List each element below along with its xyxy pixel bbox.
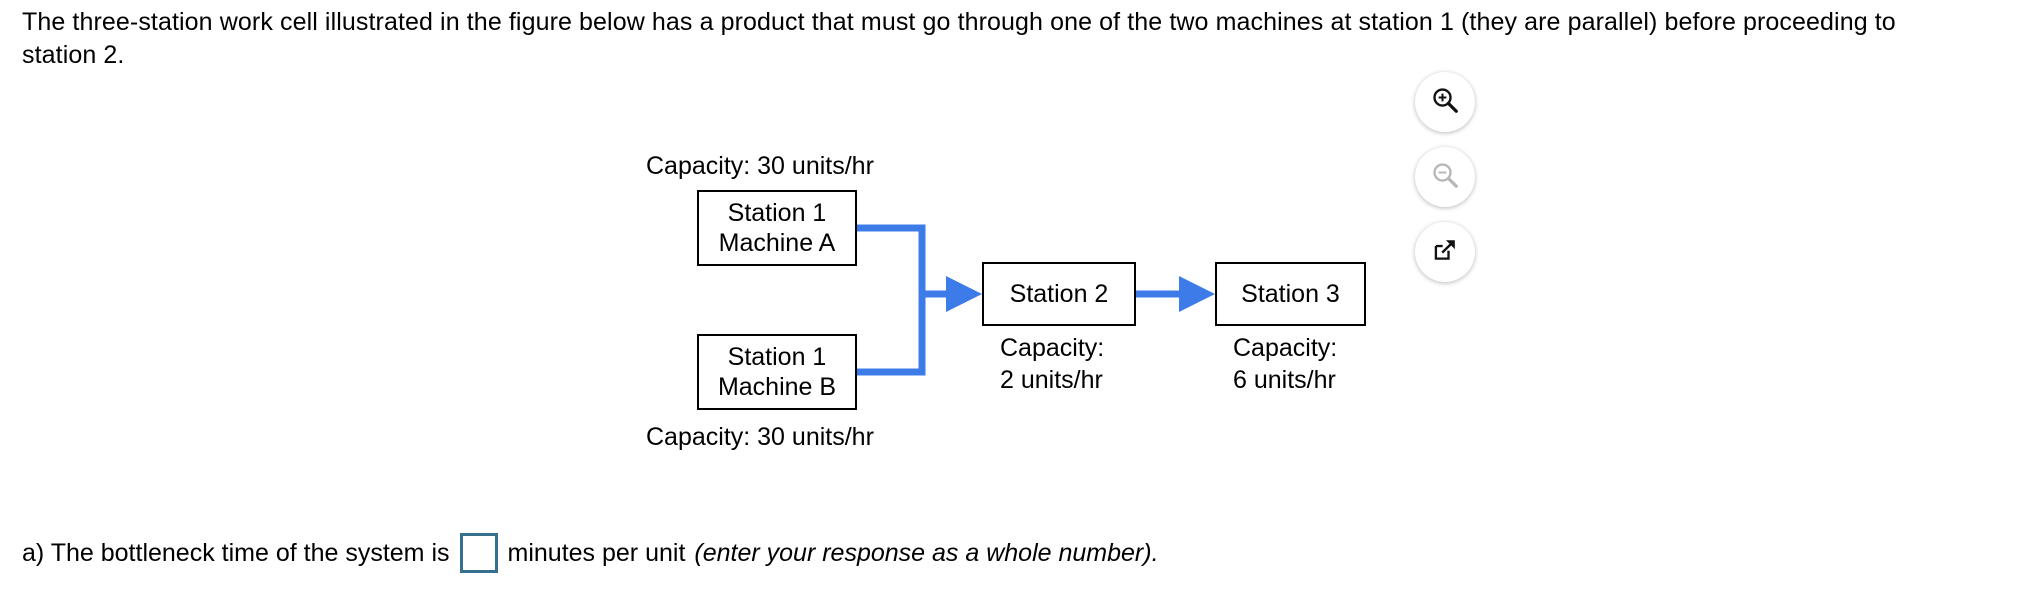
connector-machine-b (857, 294, 926, 376)
zoom-out-icon (1430, 160, 1460, 195)
capacity-line2: 6 units/hr (1233, 366, 1336, 394)
capacity-label-station-2: Capacity: 2 units/hr (1000, 332, 1104, 396)
flow-connectors (857, 224, 1215, 376)
problem-statement: The three-station work cell illustrated … (22, 8, 1896, 69)
capacity-label-machine-b: Capacity: 30 units/hr (646, 423, 874, 451)
capacity-label-machine-a: Capacity: 30 units/hr (646, 152, 874, 180)
node-label-line2: Machine B (717, 373, 837, 401)
open-in-new-window-button[interactable] (1415, 222, 1475, 282)
node-label-line1: Station 3 (1241, 279, 1340, 308)
bottleneck-time-input[interactable] (459, 533, 498, 573)
question-a: a) The bottleneck time of the system is … (22, 533, 1159, 573)
node-station-3: Station 3 (1215, 262, 1366, 326)
figure-tool-buttons (1415, 72, 1493, 297)
node-station-1-machine-b: Station 1 Machine B (697, 334, 857, 410)
node-label-line2: Machine A (718, 229, 836, 257)
zoom-out-button[interactable] (1415, 147, 1475, 207)
arrowhead-station-3 (1179, 276, 1215, 312)
node-label-line1: Station 1 (727, 342, 827, 371)
node-station-1-machine-a: Station 1 Machine A (697, 190, 857, 266)
node-label-line1: Station 2 (1009, 279, 1109, 308)
node-label-line1: Station 1 (727, 198, 827, 227)
node-station-2: Station 2 (982, 262, 1136, 326)
question-hint: (enter your response as a whole number). (694, 538, 1159, 567)
capacity-line1: Capacity: (1000, 334, 1105, 362)
zoom-in-button[interactable] (1415, 72, 1475, 132)
open-in-new-window-icon (1431, 236, 1459, 269)
work-cell-diagram: Capacity: 30 units/hr Station 1 Machine … (0, 100, 1560, 480)
capacity-label-station-3: Capacity: 6 units/hr (1233, 332, 1337, 396)
arrowhead-station-2 (946, 276, 982, 312)
question-suffix: minutes per unit (507, 538, 686, 567)
question-prefix: a) The bottleneck time of the system is (22, 538, 450, 567)
zoom-in-icon (1430, 85, 1460, 120)
connector-machine-a (857, 224, 926, 294)
capacity-line2: 2 units/hr (1000, 366, 1103, 394)
capacity-line1: Capacity: (1233, 334, 1338, 362)
